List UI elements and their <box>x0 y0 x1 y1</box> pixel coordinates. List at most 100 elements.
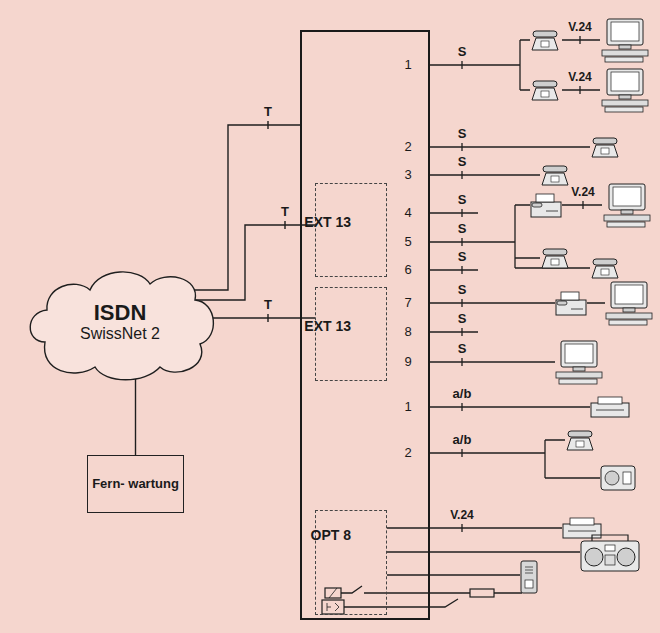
switch-contact <box>344 599 458 607</box>
terminal-devices <box>521 19 652 593</box>
analog-phone <box>567 431 593 450</box>
interface-tick <box>461 61 462 69</box>
interface-label: S <box>458 155 467 168</box>
interface-tick <box>267 121 268 129</box>
wire <box>430 331 478 332</box>
node-text: EXT 13 <box>304 214 351 230</box>
wires <box>341 40 605 607</box>
interface-tick <box>461 358 462 366</box>
interface-tick <box>579 36 580 44</box>
isdn-phone <box>542 166 568 185</box>
option-card: OPT 8 <box>315 510 387 615</box>
computer <box>602 69 648 112</box>
interface-label: T <box>281 205 289 218</box>
port-number: 1 <box>404 57 411 72</box>
interface-tick <box>461 171 462 179</box>
computer <box>604 184 650 227</box>
port-number: 3 <box>404 167 411 182</box>
optocoupler-symbol <box>327 603 339 611</box>
interface-tick <box>461 299 462 307</box>
port-number: 4 <box>404 205 411 220</box>
port-number: 7 <box>404 295 411 310</box>
door-station <box>521 561 537 593</box>
isdn-phone <box>542 249 568 268</box>
wire <box>387 527 562 528</box>
wire <box>430 212 478 213</box>
fax-machine <box>591 397 629 417</box>
port-number: 5 <box>404 234 411 249</box>
interface-tick <box>579 86 580 94</box>
interface-tick <box>461 238 462 246</box>
interface-label: T <box>264 298 272 311</box>
interface-tick <box>461 449 462 457</box>
interface-label: S <box>458 342 467 355</box>
computer <box>602 19 648 62</box>
wire <box>430 361 555 362</box>
interface-tick <box>461 328 462 336</box>
port-number: 2 <box>404 139 411 154</box>
fax-phone <box>531 194 561 217</box>
interface-tick <box>461 266 462 274</box>
network-cloud: ISDNSwissNet 2 <box>25 262 215 382</box>
pbx-housing: EXT 13EXT 13OPT 812345678912 <box>300 30 430 620</box>
wire <box>430 146 590 147</box>
port-number: 1 <box>404 399 411 414</box>
service-box: Fern- wartung <box>87 455 184 513</box>
interface-label: S <box>458 283 467 296</box>
relay-symbol <box>325 588 341 598</box>
wire <box>430 269 478 270</box>
computer <box>556 341 602 384</box>
port-number: 2 <box>404 445 411 460</box>
relay-contact <box>341 586 522 593</box>
node-text: Fern- wartung <box>92 476 179 492</box>
interface-tick <box>284 221 285 229</box>
interface-label: S <box>458 45 467 58</box>
trunk-line <box>120 125 300 290</box>
port-number: 9 <box>404 354 411 369</box>
fax-phone <box>556 292 586 315</box>
wire <box>430 174 540 175</box>
isdn-phone <box>532 81 558 100</box>
interface-label: S <box>458 250 467 263</box>
interface-label: V.24 <box>568 21 592 33</box>
node-text: SwissNet 2 <box>80 325 160 343</box>
node-text: OPT 8 <box>311 527 351 543</box>
resistor-symbol <box>470 589 494 597</box>
interface-tick <box>582 201 583 209</box>
isdn-phone <box>592 138 618 157</box>
interface-tick <box>461 143 462 151</box>
interface-label: S <box>458 127 467 140</box>
port-number: 8 <box>404 324 411 339</box>
wire <box>387 551 580 552</box>
optocoupler-symbol <box>322 600 344 614</box>
computer <box>606 282 652 325</box>
extension-card: EXT 13 <box>315 287 387 381</box>
interface-label: S <box>458 312 467 325</box>
port-number: 6 <box>404 262 411 277</box>
wire <box>430 205 602 268</box>
interface-tick <box>461 209 462 217</box>
interface-tick <box>461 524 462 532</box>
interface-label: a/b <box>453 433 472 446</box>
intercom <box>601 466 635 490</box>
extension-card: EXT 13 <box>315 183 387 277</box>
interface-label: S <box>458 222 467 235</box>
isdn-phone <box>592 259 618 278</box>
wire <box>430 40 600 90</box>
interface-tick <box>267 314 268 322</box>
cloud-outline <box>30 272 213 380</box>
interface-label: a/b <box>453 387 472 400</box>
interface-label: T <box>264 105 272 118</box>
relay-symbol <box>329 588 337 598</box>
interface-label: V.24 <box>450 509 474 521</box>
interface-tick <box>461 403 462 411</box>
node-text: ISDN <box>94 300 147 325</box>
wire <box>430 406 590 407</box>
node-text: EXT 13 <box>304 318 351 334</box>
interface-label: V.24 <box>571 186 595 198</box>
interface-label: S <box>458 193 467 206</box>
wire <box>387 574 520 575</box>
interface-label: V.24 <box>568 71 592 83</box>
